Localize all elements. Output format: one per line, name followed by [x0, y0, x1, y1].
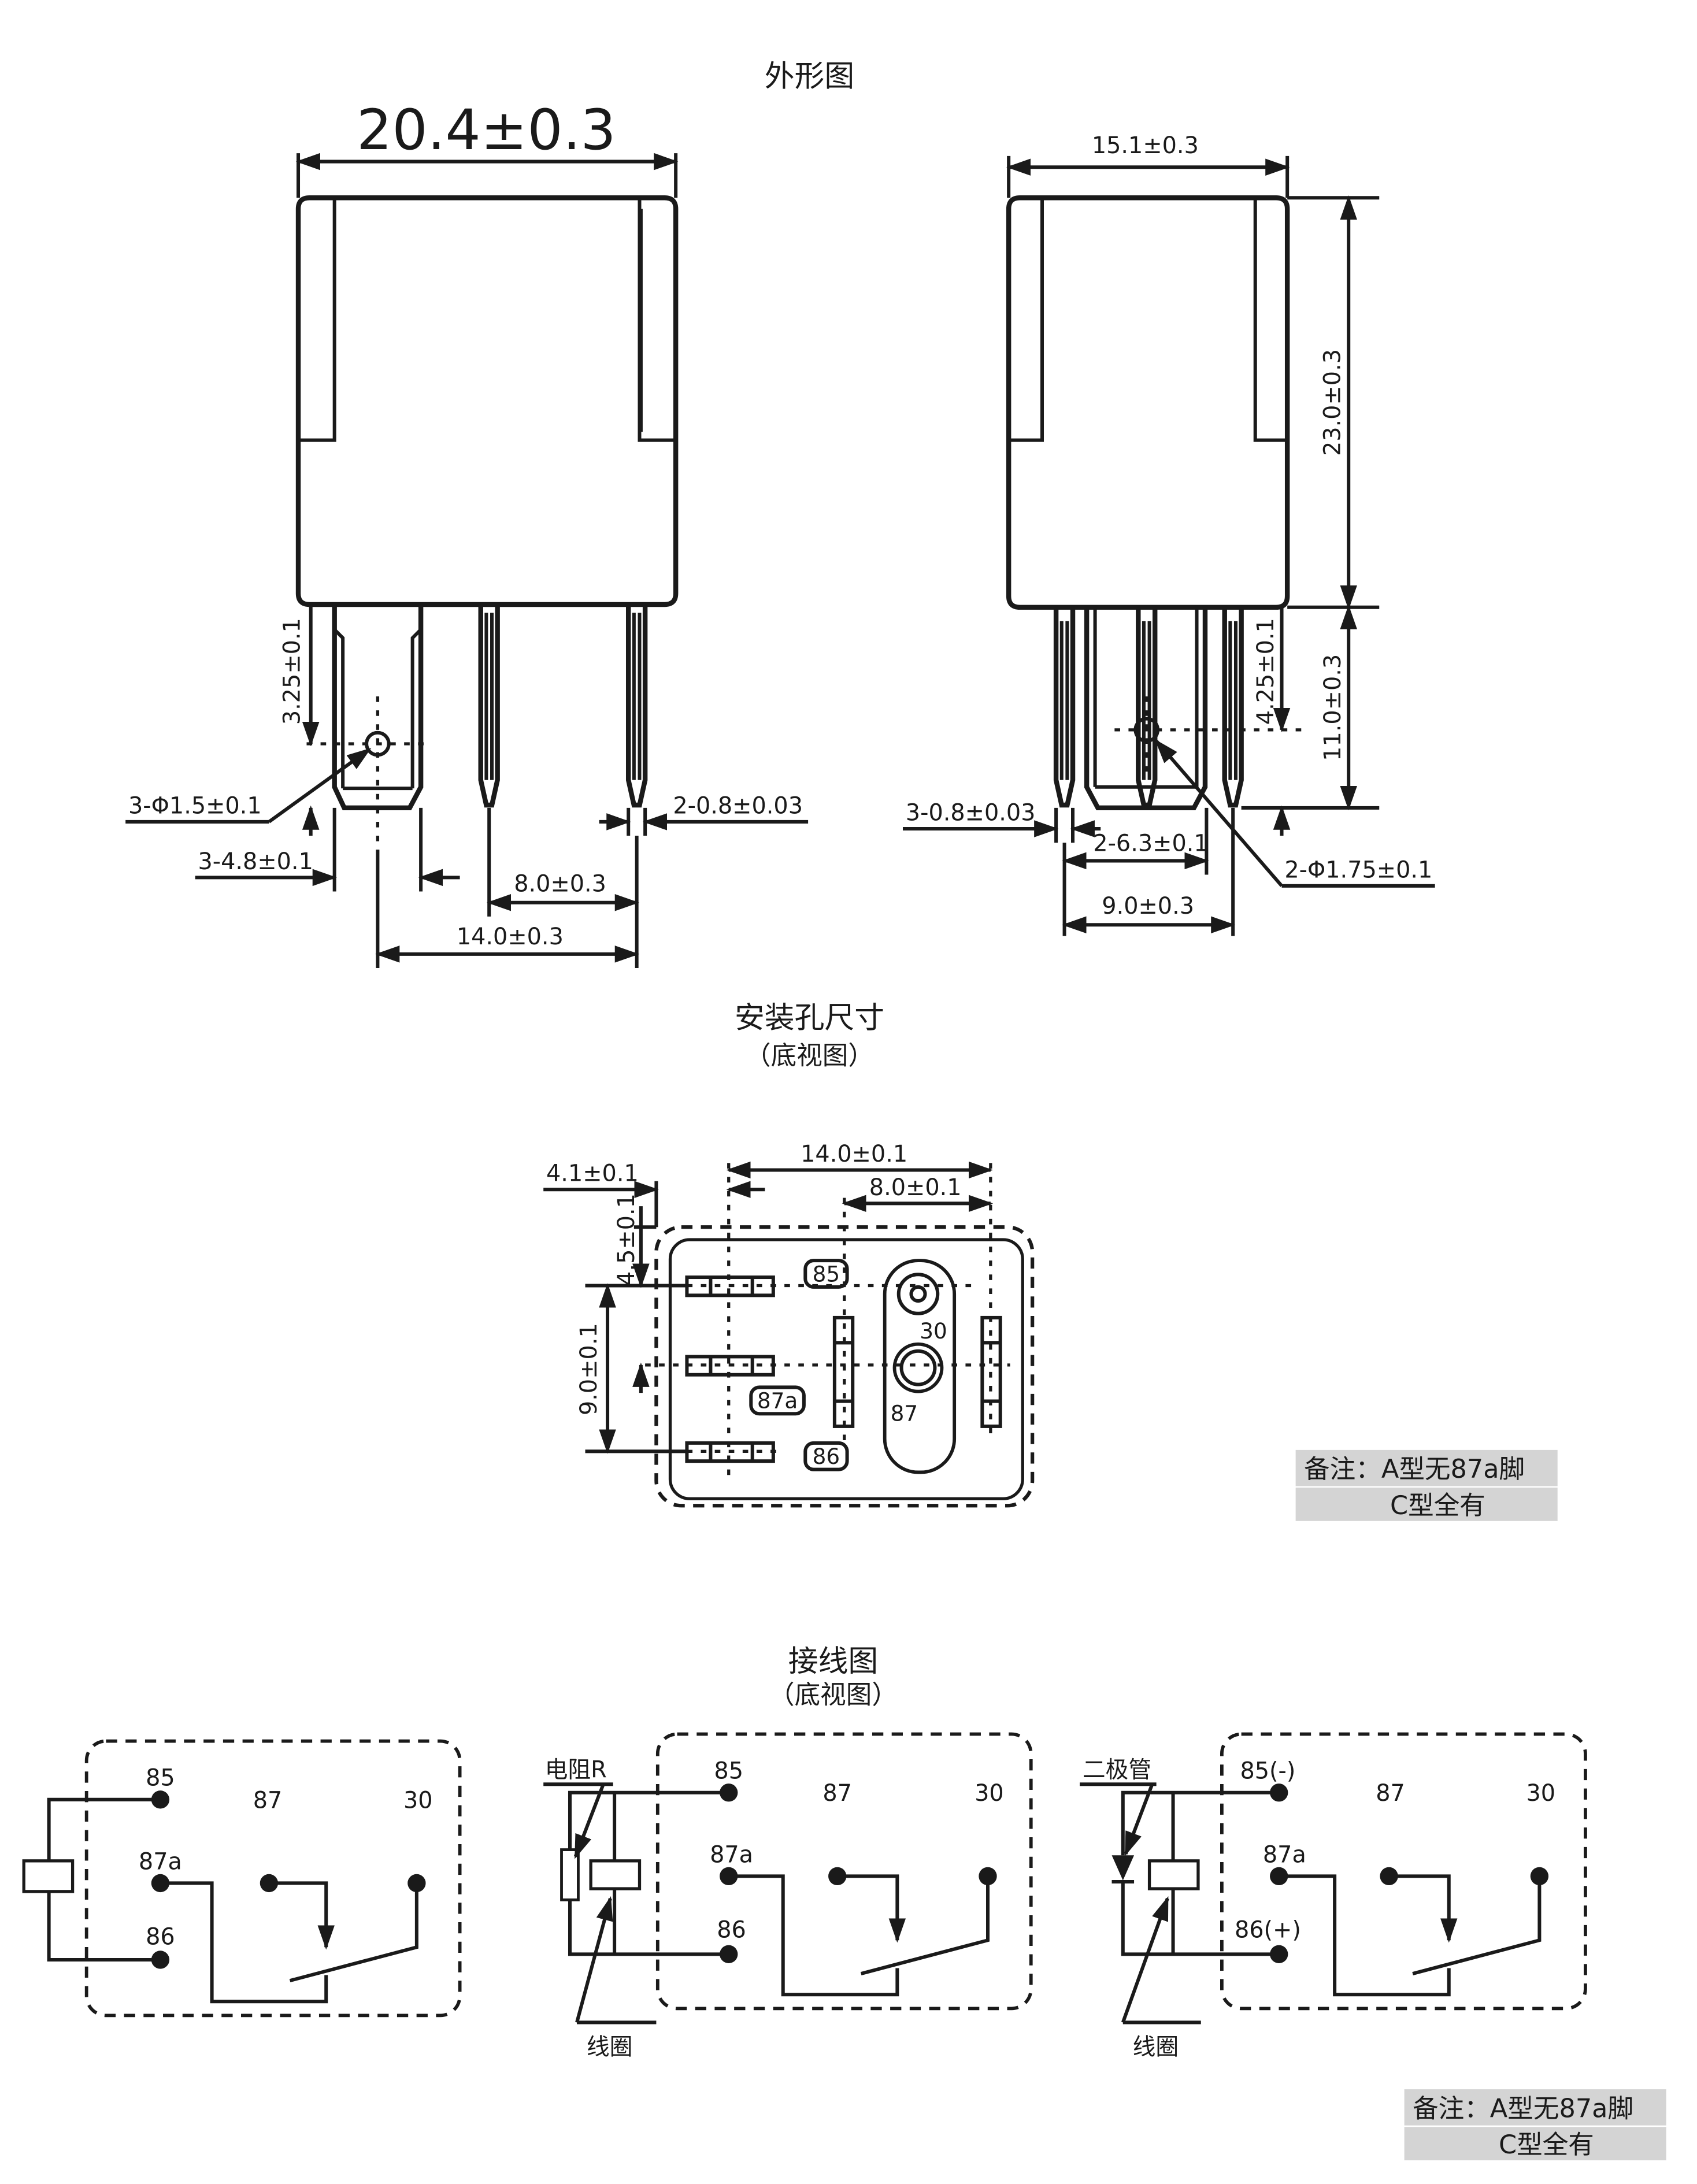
- side-hole-dim: 2-Φ1.75±0.1: [1284, 856, 1432, 883]
- d3-pin-87: 87: [1376, 1780, 1405, 1807]
- wiring-title: 接线图: [788, 1644, 878, 1679]
- d1-pin-30: 30: [403, 1787, 433, 1814]
- front-spacing8-dim: 8.0±0.3: [514, 870, 606, 897]
- d1-pin-86: 86: [146, 1923, 175, 1950]
- mount-dim-14: 14.0±0.1: [801, 1141, 907, 1167]
- wiring-diagram-3: 二极管 线圈 85(-) 87 30 87a 86(+): [1080, 1732, 1587, 2060]
- front-pin-width-dim: 3-4.8±0.1: [198, 848, 313, 875]
- note-1-line2: C型全有: [1390, 1490, 1485, 1521]
- mount-pin-86: 86: [813, 1444, 840, 1469]
- note-2-line1: 备注：A型无87a脚: [1413, 2093, 1633, 2123]
- mount-pin-87a: 87a: [757, 1388, 798, 1414]
- side-pintop-dim: 4.25±0.1: [1253, 618, 1279, 725]
- d3-pin-85: 85(-): [1240, 1758, 1295, 1785]
- d3-coil-label: 线圈: [1133, 2034, 1179, 2060]
- d2-coil-label: 线圈: [587, 2034, 633, 2060]
- d2-pin-87a: 87a: [710, 1841, 753, 1868]
- mount-pin-85: 85: [813, 1261, 840, 1286]
- wiring-subtitle: （底视图）: [769, 1680, 898, 1710]
- d2-resistor-label: 电阻R: [545, 1756, 607, 1783]
- d2-pin-30: 30: [975, 1780, 1004, 1807]
- mount-dim-4-1: 4.1±0.1: [546, 1160, 639, 1187]
- mounting-diagram: 85 30 87a 87 86 4.1±0.1 14.0±0.1 8.0±0.1…: [543, 1141, 1035, 1508]
- d3-diode-label: 二极管: [1083, 1756, 1151, 1783]
- d1-pin-85: 85: [146, 1765, 175, 1792]
- front-spacing14-dim: 14.0±0.3: [457, 924, 564, 950]
- mount-pin-30: 30: [920, 1318, 947, 1344]
- d2-pin-85: 85: [714, 1758, 743, 1785]
- note-2-line2: C型全有: [1499, 2130, 1594, 2160]
- d1-pin-87: 87: [253, 1787, 283, 1814]
- d1-pin-87a: 87a: [139, 1848, 182, 1875]
- note-box-2: 备注：A型无87a脚 C型全有: [1404, 2089, 1666, 2161]
- mount-dim-8: 8.0±0.1: [869, 1174, 962, 1201]
- front-view: 20.4±0.3 3.25±0.1 3-Φ1.5±0.1 3-4.8±0.1 2…: [125, 98, 809, 969]
- side-pinthick-dim: 3-0.8±0.03: [906, 800, 1036, 826]
- mount-pin-87: 87: [891, 1400, 918, 1426]
- side-height-dim: 23.0±0.3: [1320, 349, 1346, 456]
- side-pinpitch-dim: 2-6.3±0.1: [1093, 830, 1208, 857]
- note-box-1: 备注：A型无87a脚 C型全有: [1295, 1449, 1558, 1521]
- d3-pin-87a: 87a: [1263, 1841, 1306, 1868]
- mounting-title: 安装孔尺寸: [735, 1001, 884, 1036]
- front-pin-top-dim: 3.25±0.1: [279, 618, 305, 725]
- mount-dim-4-5: 4.5±0.1: [613, 1193, 640, 1286]
- outline-title: 外形图: [765, 59, 854, 94]
- note-1-line1: 备注：A型无87a脚: [1304, 1454, 1525, 1484]
- front-pin-thick-dim: 2-0.8±0.03: [673, 792, 803, 819]
- front-hole-dim: 3-Φ1.5±0.1: [128, 792, 262, 819]
- side-view: 15.1±0.3 23.0±0.3 11.0±0.3 4.25±0.1 3-0.…: [902, 132, 1435, 936]
- wiring-diagram-2: 电阻R 线圈 85 87 30 87a 86: [543, 1732, 1033, 2060]
- front-width-dim: 20.4±0.3: [357, 98, 616, 162]
- side-pinlen-dim: 11.0±0.3: [1320, 654, 1346, 761]
- d3-pin-86: 86(+): [1235, 1916, 1301, 1943]
- mounting-subtitle: （底视图）: [745, 1040, 874, 1070]
- wiring-diagram-1: 85 87 30 87a 86: [22, 1739, 462, 2018]
- d2-pin-86: 86: [717, 1916, 746, 1943]
- side-spacing9-dim: 9.0±0.3: [1102, 893, 1194, 919]
- mount-dim-9: 9.0±0.1: [576, 1323, 602, 1415]
- d3-pin-30: 30: [1526, 1780, 1556, 1807]
- side-width-dim: 15.1±0.3: [1092, 132, 1199, 159]
- d2-pin-87: 87: [822, 1780, 852, 1807]
